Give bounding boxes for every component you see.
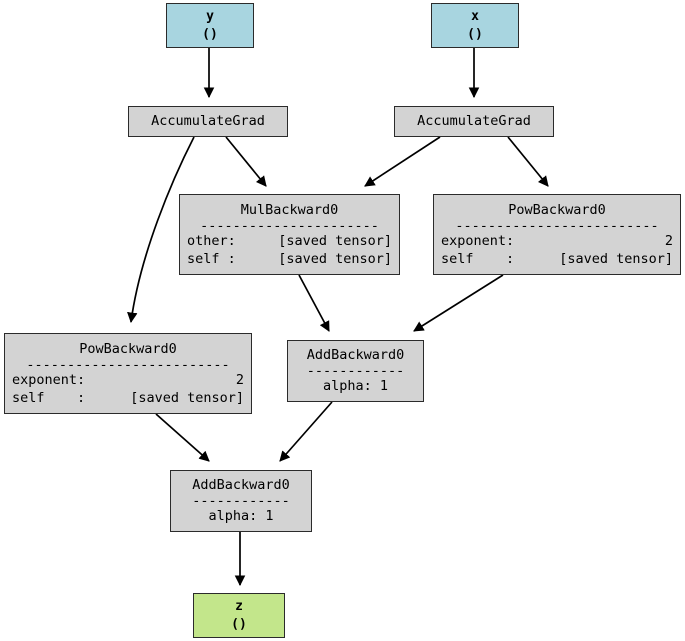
node-title: PowBackward0: [508, 201, 606, 218]
node-attribute-label: other:: [187, 233, 236, 250]
node-accum-left[interactable]: AccumulateGrad: [128, 106, 288, 137]
node-attribute-row: other: [saved tensor]: [187, 233, 392, 251]
node-add-backward-upper[interactable]: AddBackward0------------alpha: 1: [287, 340, 424, 402]
node-attribute-value: 2: [235, 372, 244, 389]
node-title: PowBackward0: [79, 340, 177, 357]
node-attribute-row: self : [saved tensor]: [187, 251, 392, 269]
edge-add-upper-to-add-lower: [279, 401, 333, 462]
node-attribute-list: other: [saved tensor] self : [saved tensor]: [180, 233, 399, 268]
node-attribute-value: 2: [664, 233, 673, 250]
node-attribute-list: exponent: 2 self : [saved tensor]: [434, 233, 680, 268]
node-pow-backward-left[interactable]: PowBackward0-------------------------exp…: [4, 333, 252, 414]
node-attribute-value: [saved tensor]: [559, 250, 673, 267]
node-label-shape: (): [231, 616, 247, 632]
node-leaf-x[interactable]: x (): [431, 3, 519, 48]
node-attribute-label: alpha: 1: [208, 508, 274, 525]
node-label-name: x: [471, 8, 479, 24]
node-attribute-list: alpha: 1: [288, 378, 423, 396]
node-title: MulBackward0: [240, 201, 339, 218]
edge-accum-right-to-pow-right: [507, 136, 549, 187]
edge-pow-left-to-add-lower: [155, 413, 210, 462]
node-mul-backward[interactable]: MulBackward0----------------------other:…: [179, 194, 400, 275]
node-label-name: z: [235, 598, 243, 614]
node-attribute-row: self : [saved tensor]: [441, 251, 673, 269]
node-separator: ----------------------: [200, 217, 379, 234]
edge-accum-right-to-mul: [364, 136, 441, 187]
node-title: AccumulateGrad: [151, 113, 265, 130]
node-attribute-row: self : [saved tensor]: [12, 390, 244, 408]
node-attribute-row: alpha: 1: [295, 378, 416, 396]
node-output-z[interactable]: z (): [193, 593, 285, 638]
node-pow-backward-right[interactable]: PowBackward0-------------------------exp…: [433, 194, 681, 275]
node-attribute-row: exponent: 2: [441, 233, 673, 251]
node-separator: ------------: [306, 363, 405, 380]
node-attribute-label: self :: [187, 250, 236, 267]
node-attribute-label: exponent:: [12, 372, 86, 389]
node-attribute-value: [saved tensor]: [130, 389, 244, 406]
node-label-shape: (): [467, 26, 483, 42]
edge-accum-left-to-mul: [225, 136, 267, 187]
node-attribute-list: alpha: 1: [171, 508, 311, 526]
node-title: AddBackward0: [306, 347, 405, 364]
edge-pow-right-to-add-upper: [413, 274, 504, 332]
node-label-shape: (): [202, 26, 218, 42]
node-attribute-row: exponent: 2: [12, 372, 244, 390]
node-attribute-row: alpha: 1: [178, 508, 304, 526]
node-add-backward-lower[interactable]: AddBackward0------------alpha: 1: [170, 470, 312, 532]
node-label-name: y: [206, 8, 214, 24]
edge-mul-to-add-upper: [298, 274, 330, 332]
node-separator: -------------------------: [26, 356, 230, 373]
node-attribute-label: exponent:: [441, 233, 515, 250]
node-title: AccumulateGrad: [417, 113, 531, 130]
node-separator: -------------------------: [455, 217, 659, 234]
node-attribute-list: exponent: 2 self : [saved tensor]: [5, 372, 251, 407]
node-leaf-y[interactable]: y (): [166, 3, 254, 48]
node-title: AddBackward0: [192, 477, 290, 494]
node-attribute-value: [saved tensor]: [278, 250, 392, 267]
node-attribute-label: alpha: 1: [322, 378, 389, 395]
node-accum-right[interactable]: AccumulateGrad: [394, 106, 554, 137]
node-attribute-label: self :: [441, 250, 515, 267]
node-separator: ------------: [192, 493, 290, 510]
node-attribute-value: [saved tensor]: [278, 233, 392, 250]
node-attribute-label: self :: [12, 389, 86, 406]
